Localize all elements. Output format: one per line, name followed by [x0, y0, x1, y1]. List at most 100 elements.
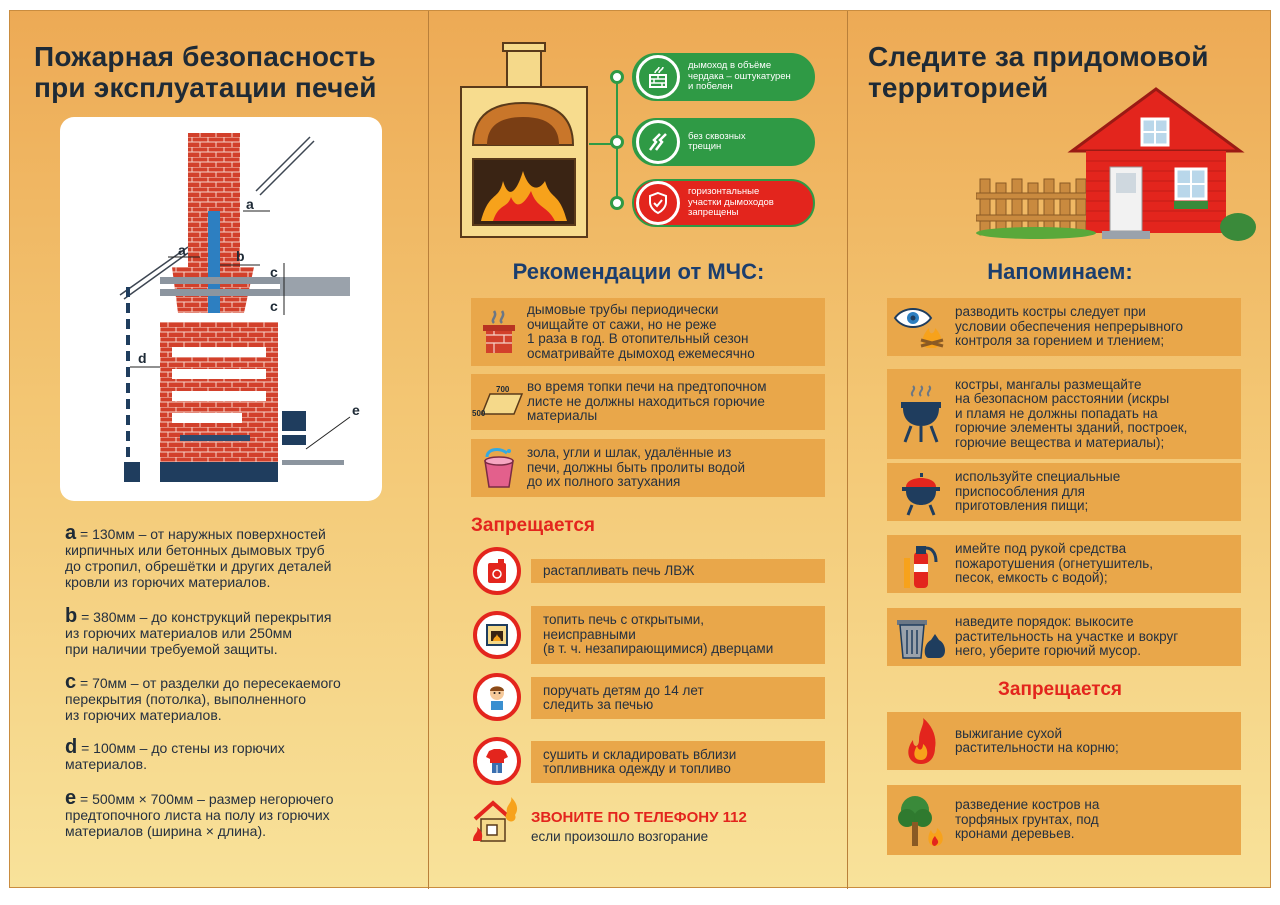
flame-icon [887, 716, 955, 766]
recommendations-title: Рекомендации от МЧС: [512, 259, 765, 284]
text-line: растапливать печь ЛВЖ [543, 562, 695, 578]
connector-dot-3 [610, 196, 624, 210]
trash-icon [887, 614, 955, 660]
text-line: до их полного затухания [527, 474, 681, 490]
connector-dot-2 [610, 135, 624, 149]
brochure-sheet: Пожарная безопасность при эксплуатации п… [9, 10, 1271, 889]
definition-line: c = 70мм – от разделки до пересекаемого [65, 671, 410, 693]
label-c-top: c [270, 264, 278, 280]
text-line: неисправными [543, 626, 636, 642]
label-e: e [352, 402, 360, 418]
definition-key: c [65, 671, 77, 693]
crack-icon [636, 120, 680, 164]
call-headline: ЗВОНИТЕ ПО ТЕЛЕФОНУ 112 [531, 809, 747, 826]
text-line: топливника одежду и топливо [543, 761, 731, 776]
definition-text: материалов (ширина × длина). [65, 823, 266, 839]
definition-key: a [65, 522, 77, 544]
text-line: печи, должны быть пролиты водой [527, 459, 745, 475]
eye-fire-icon [887, 304, 955, 350]
definition-line: из горючих материалов. [65, 707, 410, 723]
forbidden-item: растапливать печь ЛВЖ [531, 559, 825, 583]
text-line: разведение костров на [955, 797, 1100, 813]
definition-text: = 130мм – от наружных поверхностей [80, 526, 326, 542]
definition-line: a = 130мм – от наружных поверхностей [65, 522, 410, 544]
definition-key: b [65, 605, 78, 627]
definition-key: d [65, 736, 78, 758]
house-illustration [976, 87, 1256, 241]
definition-line: до стропил, обрешётки и других деталей [65, 558, 410, 574]
remind-title: Напоминаем: [987, 259, 1133, 284]
definition-text: кровли из горючих материалов. [65, 574, 271, 590]
text-line: без сквозных [688, 130, 746, 142]
text-line: приготовления пищи; [955, 498, 1089, 514]
oven-illustration [460, 42, 588, 238]
text-line: дымовые трубы периодически [527, 302, 719, 317]
text-line: выжигание сухой [955, 725, 1062, 741]
definition-text: материалов. [65, 756, 147, 772]
definition-line: кирпичных или бетонных дымовых труб [65, 542, 410, 558]
definition-text: кирпичных или бетонных дымовых труб [65, 542, 325, 558]
definition-line: кровли из горючих материалов. [65, 574, 410, 590]
text-line: осматривайте дымоход ежемесячно [527, 345, 755, 361]
text-line: горючие элементы зданий, построек, [955, 420, 1188, 436]
text-line: наведите порядок: выкосите [955, 614, 1134, 630]
house-fire-icon [473, 797, 518, 842]
connector-line [589, 143, 616, 145]
definition-line: материалов (ширина × длина). [65, 823, 410, 839]
grill-icon [887, 384, 955, 444]
text-line: растительности на корню; [955, 740, 1119, 755]
text-line: следить за печью [543, 697, 654, 712]
page-title: Пожарная безопасность при эксплуатации п… [34, 41, 377, 103]
child-icon [473, 673, 521, 721]
text-line: трещин [688, 141, 722, 152]
text-line: запрещены [688, 207, 739, 219]
text-line: него, уберите горючий мусор. [955, 643, 1141, 659]
definition-text: перекрытия (потолка), выполненного [65, 691, 306, 707]
text-line: костры, мангалы размещайте [955, 376, 1142, 392]
bbq-icon [887, 467, 955, 517]
text-line: имейте под рукой средства [955, 541, 1127, 557]
text-line: условии обеспечения непрерывного [955, 318, 1183, 334]
text-line: торфяных грунтах, под [955, 811, 1099, 827]
svg-text:700: 700 [496, 385, 510, 394]
definition-line: из горючих материалов или 250мм [65, 625, 410, 641]
text-line: дымоход в объёме [688, 60, 772, 72]
forbidden-text: растапливать печь ЛВЖ [543, 562, 695, 579]
label-c: c [270, 298, 278, 314]
call-subtext: если произошло возгорание [531, 829, 709, 844]
text-line: топить печь с открытыми, [543, 612, 705, 628]
text-line: очищайте от сажи, но не реже [527, 316, 717, 332]
chimney-smoke-icon [471, 298, 527, 366]
forbidden-text: топить печь с открытыми,неисправными(в т… [543, 613, 773, 657]
chimney-icon [636, 55, 680, 99]
text-line: участки дымоходов [688, 196, 774, 208]
shield-icon [636, 181, 680, 225]
text-line: зола, угли и шлак, удалённые из [527, 445, 732, 461]
label-b: b [236, 248, 245, 264]
text-line: и пламя не должны попадать на [955, 405, 1158, 421]
territory-forbidden-title: Запрещается [998, 679, 1122, 700]
